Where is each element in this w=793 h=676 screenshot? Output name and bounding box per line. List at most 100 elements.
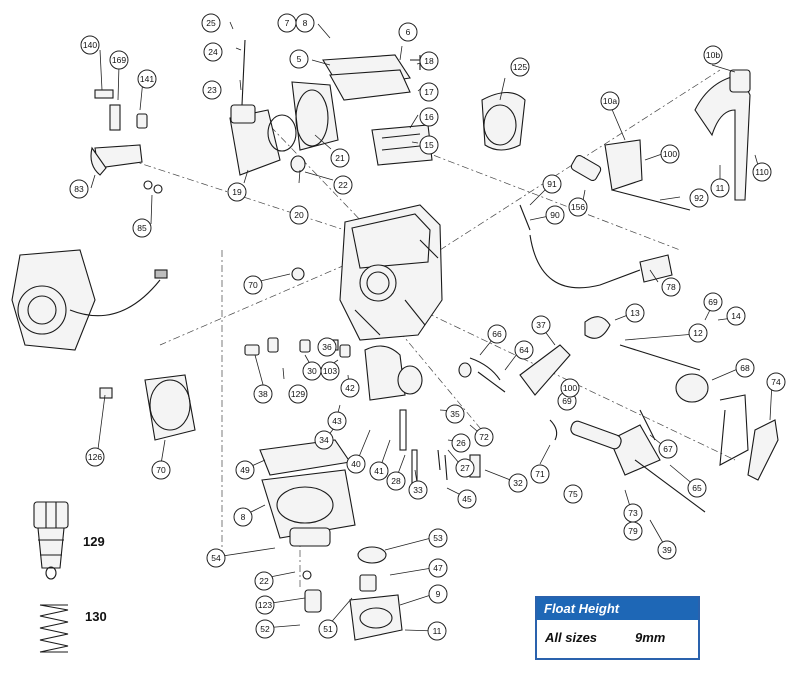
spring-label: 130 — [85, 609, 107, 624]
callout-number: 37 — [536, 320, 546, 330]
callout-169: 169 — [109, 50, 129, 70]
callout-15: 15 — [419, 135, 439, 155]
callout-circle — [419, 107, 439, 127]
callout-number: 53 — [433, 533, 443, 543]
callout-25: 25 — [201, 13, 221, 33]
callout-74: 74 — [766, 372, 786, 392]
callout-67: 67 — [658, 439, 678, 459]
callout-10a: 10a — [600, 91, 620, 111]
callout-number: 34 — [319, 435, 329, 445]
spring-130-illustration — [39, 604, 69, 653]
callout-circle — [369, 461, 389, 481]
callout-42: 42 — [340, 378, 360, 398]
callout-37: 37 — [531, 315, 551, 335]
callout-circle — [455, 458, 475, 478]
callout-number: 70 — [248, 280, 258, 290]
callout-number: 10b — [706, 50, 720, 60]
callout-number: 90 — [550, 210, 560, 220]
callout-circle — [233, 507, 253, 527]
callout-110: 110 — [752, 162, 772, 182]
callout-number: 42 — [345, 383, 355, 393]
callout-number: 49 — [240, 465, 250, 475]
callout-number: 69 — [562, 396, 572, 406]
callout-66: 66 — [487, 324, 507, 344]
float-height-spec-box: Float Height All sizes 9mm — [535, 596, 700, 660]
callout-6: 6 — [398, 22, 418, 42]
callout-5: 5 — [289, 49, 309, 69]
spec-row-label: All sizes — [545, 630, 598, 645]
callout-circle — [317, 337, 337, 357]
callout-30: 30 — [302, 361, 322, 381]
callout-number: 129 — [291, 389, 305, 399]
callout-circle — [542, 174, 562, 194]
callout-number: 14 — [731, 311, 741, 321]
top-cover-parts — [229, 39, 526, 176]
callout-11: 11 — [710, 178, 730, 198]
callout-circle — [289, 205, 309, 225]
callout-circle — [427, 621, 447, 641]
callout-24: 24 — [203, 42, 223, 62]
callout-number: 18 — [424, 56, 434, 66]
callout-circle — [560, 378, 580, 398]
callout-21: 21 — [330, 148, 350, 168]
callout-circle — [419, 51, 439, 71]
callout-79: 79 — [623, 521, 643, 541]
callout-70: 70 — [151, 460, 171, 480]
callout-circle — [508, 473, 528, 493]
callout-circle — [457, 489, 477, 509]
callout-73: 73 — [623, 503, 643, 523]
callout-number: 38 — [258, 389, 268, 399]
callout-68: 68 — [735, 358, 755, 378]
callout-49: 49 — [235, 460, 255, 480]
callout-circle — [206, 548, 226, 568]
callout-number: 20 — [294, 210, 304, 220]
callout-35: 35 — [445, 404, 465, 424]
callout-circle — [419, 82, 439, 102]
callout-circle — [687, 478, 707, 498]
callout-number: 125 — [513, 62, 527, 72]
callout-circle — [132, 218, 152, 238]
callout-129: 129 — [288, 384, 308, 404]
callout-circle — [346, 454, 366, 474]
callout-number: 73 — [628, 508, 638, 518]
callout-19: 19 — [227, 182, 247, 202]
callout-41: 41 — [369, 461, 389, 481]
callout-number: 100 — [663, 149, 677, 159]
callout-circle — [545, 205, 565, 225]
callout-number: 45 — [462, 494, 472, 504]
callout-8: 8 — [295, 13, 315, 33]
callout-circle — [255, 619, 275, 639]
callout-70: 70 — [243, 275, 263, 295]
callout-103: 103 — [320, 361, 340, 381]
callout-number: 32 — [513, 478, 523, 488]
callout-number: 64 — [519, 345, 529, 355]
callout-47: 47 — [428, 558, 448, 578]
callout-17: 17 — [419, 82, 439, 102]
callout-number: 140 — [83, 40, 97, 50]
callout-38: 38 — [253, 384, 273, 404]
callout-number: 41 — [374, 466, 384, 476]
callout-number: 35 — [450, 409, 460, 419]
callout-circle — [85, 447, 105, 467]
callout-7: 7 — [277, 13, 297, 33]
callout-number: 67 — [663, 444, 673, 454]
callout-number: 72 — [479, 432, 489, 442]
callout-number: 23 — [207, 85, 217, 95]
callout-circle — [203, 42, 223, 62]
carburetor-body — [339, 204, 443, 341]
callout-circle — [563, 484, 583, 504]
callout-number: 39 — [662, 545, 672, 555]
callout-circle — [253, 384, 273, 404]
callout-circle — [625, 303, 645, 323]
callout-number: 27 — [460, 463, 470, 473]
callout-number: 123 — [258, 600, 272, 610]
callout-number: 6 — [406, 27, 411, 37]
callout-circle — [766, 372, 786, 392]
callout-number: 15 — [424, 140, 434, 150]
callout-123: 123 — [255, 595, 275, 615]
callout-circle — [623, 521, 643, 541]
callout-34: 34 — [314, 430, 334, 450]
callout-circle — [330, 148, 350, 168]
